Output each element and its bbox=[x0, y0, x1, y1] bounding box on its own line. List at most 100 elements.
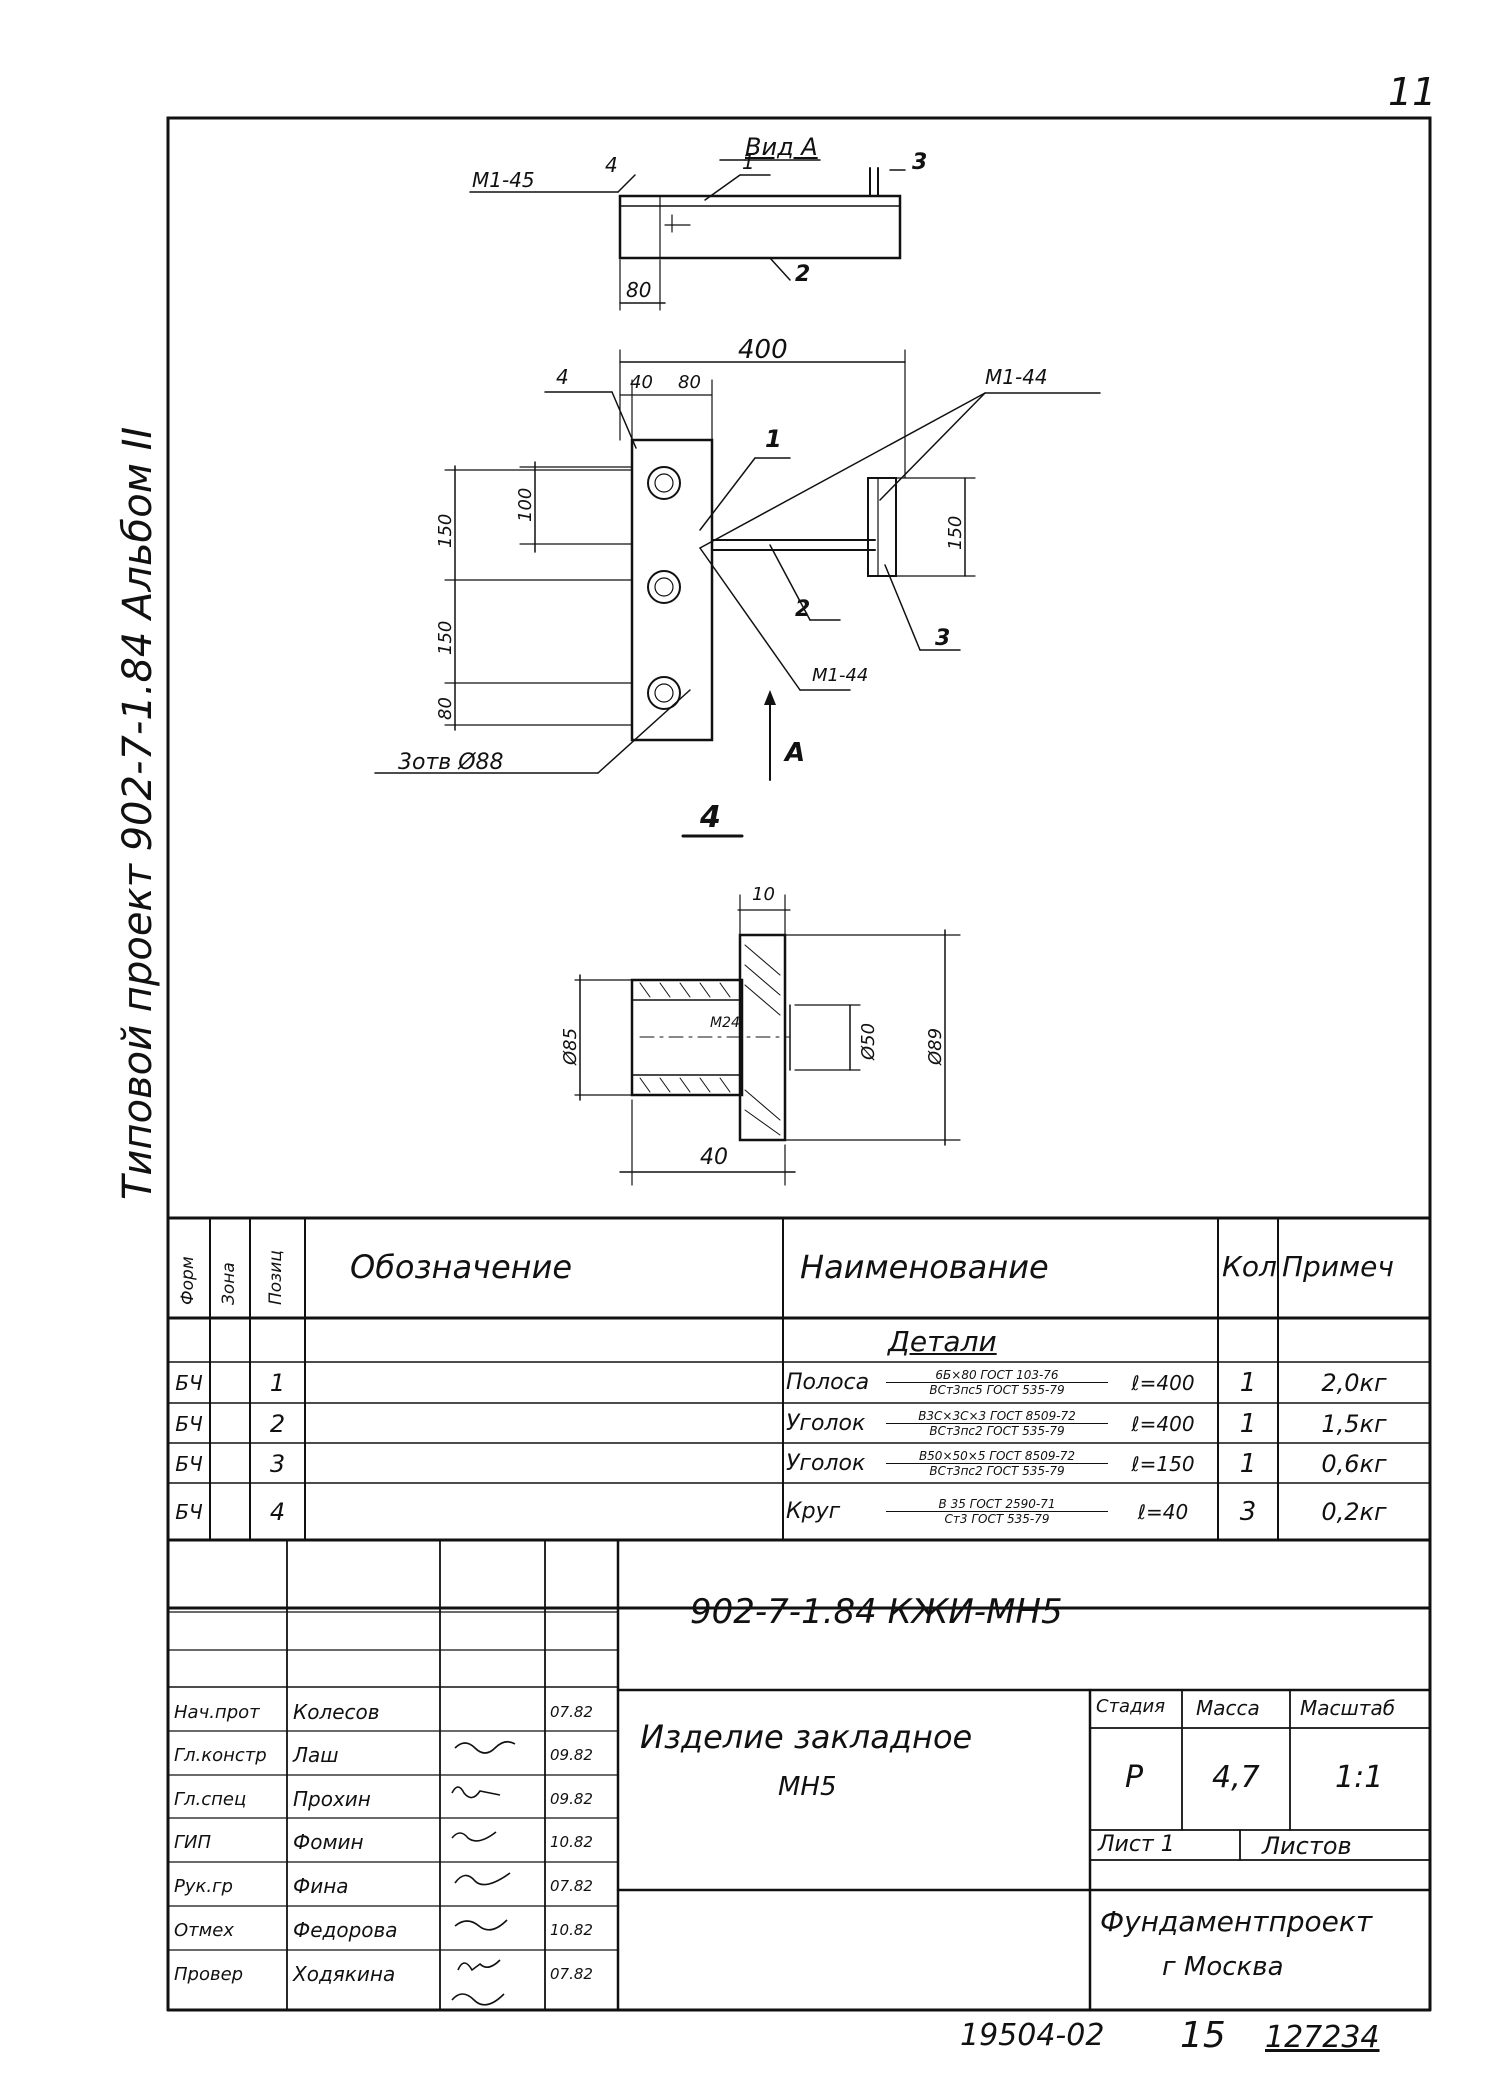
header-designation: Обозначение bbox=[350, 1248, 573, 1286]
sig-name: Колесов bbox=[293, 1700, 380, 1724]
row-name-main: Уголок bbox=[786, 1411, 866, 1436]
row-name-main: Уголок bbox=[786, 1451, 866, 1476]
row-position: 3 bbox=[269, 1449, 286, 1478]
row-name-top: В 35 ГОСТ 2590-71 bbox=[886, 1497, 1108, 1512]
scale-header: Масштаб bbox=[1300, 1696, 1396, 1720]
sig-role: Гл.спец bbox=[174, 1788, 247, 1810]
sig-role: Рук.гр bbox=[174, 1875, 233, 1897]
doc-code: 902-7-1.84 КЖИ-МН5 bbox=[690, 1592, 1063, 1632]
row-format: БЧ bbox=[175, 1411, 203, 1436]
sig-date: 07.82 bbox=[550, 1965, 593, 1983]
row-name-top: 6Б×80 ГОСТ 103-76 bbox=[886, 1368, 1108, 1383]
row-length: ℓ=150 bbox=[1131, 1451, 1195, 1476]
header-format: Форм bbox=[178, 1256, 198, 1305]
label-top-1: 1 bbox=[742, 150, 755, 174]
object-sub: МН5 bbox=[778, 1772, 837, 1802]
header-zone: Зона bbox=[219, 1262, 239, 1305]
header-note: Примеч bbox=[1282, 1250, 1394, 1283]
row-position: 2 bbox=[269, 1409, 286, 1438]
label-plan-1: 1 bbox=[765, 425, 782, 453]
row-qty: 1 bbox=[1239, 1367, 1257, 1398]
org-line1: Фундаментпроект bbox=[1100, 1905, 1373, 1938]
dim-150-right: 150 bbox=[945, 515, 966, 550]
dim-plan-40: 40 bbox=[630, 372, 653, 393]
side-title: Типовой проект 902-7-1.84 Альбом II bbox=[115, 426, 161, 1200]
sig-name: Фомин bbox=[293, 1830, 364, 1854]
label-view-a: Вид А bbox=[745, 133, 818, 161]
row-note: 0,6кг bbox=[1321, 1449, 1387, 1478]
dim-detail-10: 10 bbox=[752, 884, 775, 905]
dim-detail-thread: М24 bbox=[710, 1015, 740, 1031]
dim-detail-d50: Ø50 bbox=[858, 1022, 879, 1060]
label-plan-2: 2 bbox=[795, 597, 811, 622]
section-details: Детали bbox=[888, 1325, 997, 1358]
sheets-value: Листов bbox=[1262, 1832, 1352, 1860]
signature-scribbles bbox=[451, 1740, 516, 2006]
sig-date: 07.82 bbox=[550, 1877, 593, 1895]
row-position: 4 bbox=[269, 1497, 286, 1526]
dim-top-80: 80 bbox=[626, 278, 652, 302]
row-name-top: В3С×3С×3 ГОСТ 8509-72 bbox=[886, 1409, 1108, 1424]
sig-role: Гл.констр bbox=[174, 1744, 267, 1766]
row-note: 1,5кг bbox=[1321, 1409, 1387, 1438]
row-position: 1 bbox=[269, 1368, 286, 1397]
row-qty: 3 bbox=[1239, 1496, 1257, 1527]
sig-name: Ходякина bbox=[293, 1962, 396, 1986]
row-format: БЧ bbox=[175, 1499, 203, 1524]
row-name-bottom: ВСт3пс5 ГОСТ 535-79 bbox=[929, 1383, 1065, 1397]
sig-role: Отмех bbox=[174, 1919, 234, 1941]
row-name-main: Полоса bbox=[786, 1370, 870, 1395]
sheet-value: Лист 1 bbox=[1098, 1832, 1175, 1857]
row-name-bottom: Ст3 ГОСТ 535-79 bbox=[944, 1512, 1050, 1526]
scale-value: 1:1 bbox=[1335, 1760, 1384, 1795]
dim-80-left: 80 bbox=[435, 697, 456, 720]
row-length: ℓ=400 bbox=[1131, 1411, 1195, 1436]
sig-name: Фина bbox=[293, 1874, 349, 1898]
label-plan-4: 4 bbox=[556, 365, 569, 389]
label-m1-45: М1-45 bbox=[472, 168, 535, 192]
sig-date: 09.82 bbox=[550, 1746, 593, 1764]
footer-inv: 19504-02 bbox=[960, 2018, 1105, 2053]
org-line2: г Москва bbox=[1162, 1952, 1284, 1982]
header-qty: Кол bbox=[1222, 1250, 1277, 1283]
label-holes: 3отв Ø88 bbox=[398, 750, 504, 775]
row-note: 0,2кг bbox=[1321, 1497, 1387, 1526]
label-top-2: 2 bbox=[795, 262, 811, 287]
sig-name: Федорова bbox=[293, 1918, 398, 1942]
footer-sheet-no: 15 bbox=[1180, 2015, 1226, 2056]
row-qty: 1 bbox=[1239, 1448, 1257, 1479]
dim-150-mid: 150 bbox=[435, 620, 456, 655]
row-name-bottom: ВСт3пс2 ГОСТ 535-79 bbox=[929, 1424, 1065, 1438]
header-name: Наименование bbox=[800, 1248, 1049, 1286]
row-length: ℓ=400 bbox=[1131, 1370, 1195, 1395]
dim-plan-80: 80 bbox=[678, 372, 701, 393]
dim-150-left: 150 bbox=[435, 513, 456, 548]
page-number: 11 bbox=[1388, 70, 1437, 114]
sig-date: 09.82 bbox=[550, 1790, 593, 1808]
row-note: 2,0кг bbox=[1321, 1368, 1387, 1397]
object-title: Изделие закладное bbox=[640, 1718, 973, 1756]
row-length: ℓ=40 bbox=[1137, 1499, 1189, 1524]
row-format: БЧ bbox=[175, 1451, 203, 1476]
detail-title: 4 bbox=[700, 800, 721, 835]
stage-value: Р bbox=[1125, 1760, 1144, 1795]
sig-name: Лаш bbox=[293, 1743, 339, 1767]
mass-value: 4,7 bbox=[1212, 1760, 1260, 1795]
sig-date: 10.82 bbox=[550, 1833, 593, 1851]
sig-role: Нач.прот bbox=[174, 1701, 260, 1723]
dim-detail-d85: Ø85 bbox=[560, 1027, 581, 1065]
dim-detail-d89: Ø89 bbox=[925, 1027, 946, 1065]
sig-date: 07.82 bbox=[550, 1703, 593, 1721]
footer-order: 127234 bbox=[1265, 2020, 1380, 2055]
label-m1-44-top: М1-44 bbox=[985, 365, 1048, 389]
row-qty: 1 bbox=[1239, 1408, 1257, 1439]
label-top-4: 4 bbox=[605, 153, 618, 177]
label-top-3: 3 bbox=[912, 150, 928, 175]
row-name-main: Круг bbox=[786, 1499, 841, 1524]
sig-name: Прохин bbox=[293, 1787, 371, 1811]
